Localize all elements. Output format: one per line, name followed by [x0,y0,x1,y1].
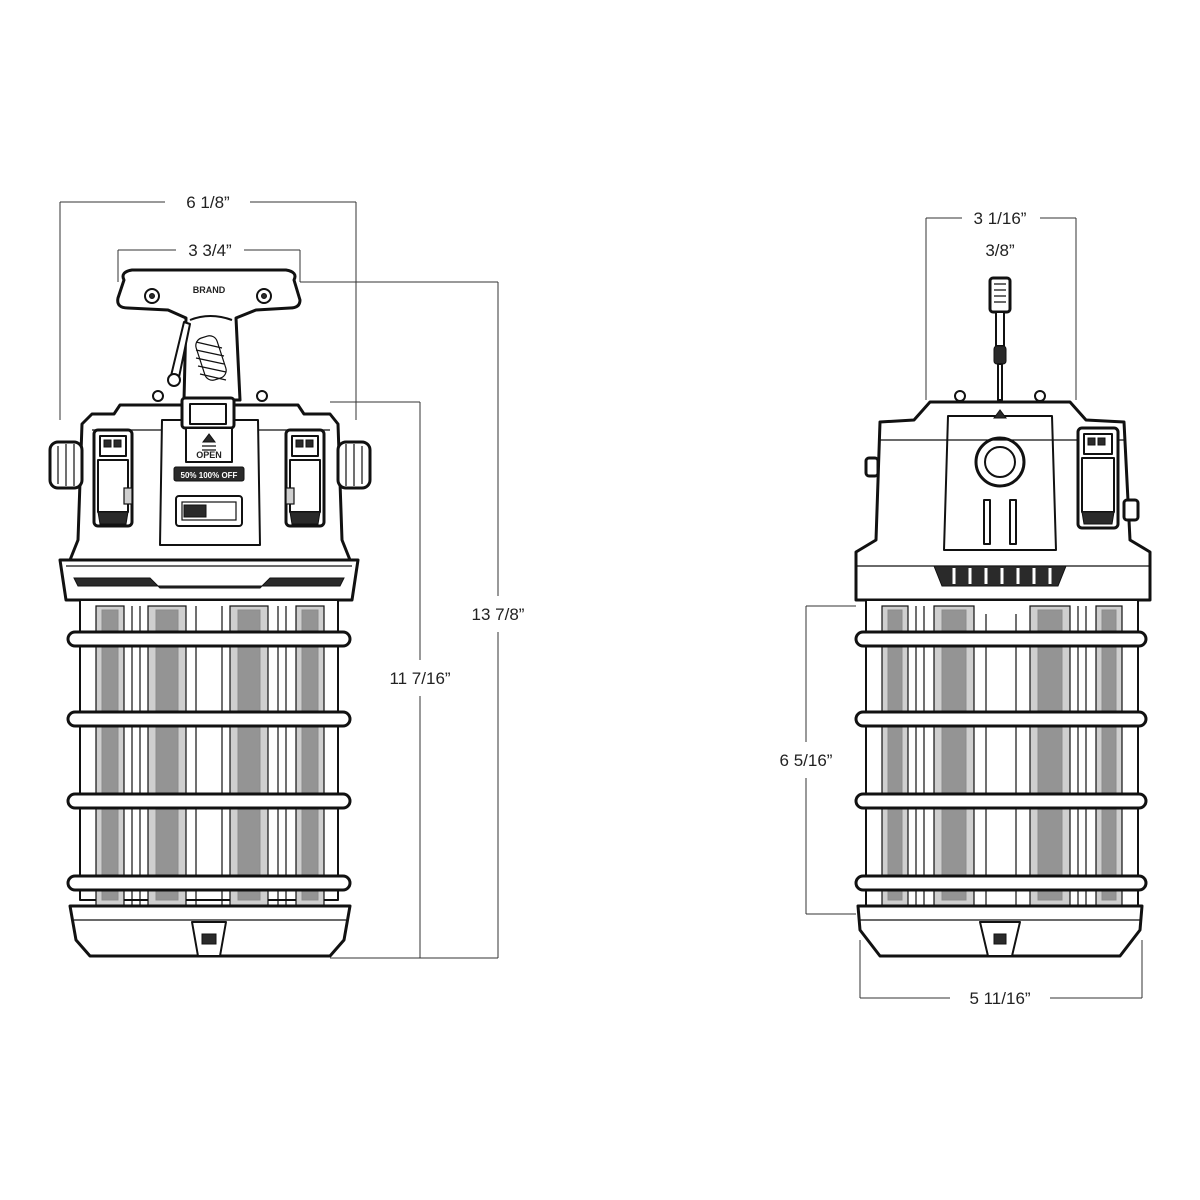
left-latch [92,428,134,528]
front-base-foot [68,904,352,958]
front-led-cage [66,599,352,907]
dim-cage-height: 6 5/16” [780,751,833,770]
side-base-foot [856,904,1144,958]
handle-brand: BRAND [193,285,226,295]
dim-connector-width: 3/8” [985,241,1015,260]
dim-base-width: 5 11/16” [969,989,1030,1008]
dim-overall-height: 13 7/8” [472,605,525,624]
dim-overall-width: 6 1/8” [186,193,230,212]
right-latch [284,428,326,528]
dim-top-width: 3 1/16” [974,209,1027,228]
switch-label: 50% 100% OFF [181,471,238,480]
power-connector [988,276,1012,401]
front-dimension-lines [59,201,499,959]
side-view: 3 1/16” 3/8” 6 5/16” 5 11/16” [780,209,1152,1008]
handle-spring [195,335,227,381]
side-housing [854,390,1152,616]
selector-switch [175,495,243,527]
dim-body-height: 11 7/16” [389,669,450,688]
open-label: OPEN [196,450,222,460]
carry-handle: BRAND [116,268,302,402]
front-view: BRAND OPEN [48,193,525,959]
side-dimension-lines [805,217,1143,999]
front-housing: OPEN 50% 100% OFF [48,390,372,602]
side-led-cage [854,599,1148,907]
dim-handle-width: 3 3/4” [188,241,232,260]
